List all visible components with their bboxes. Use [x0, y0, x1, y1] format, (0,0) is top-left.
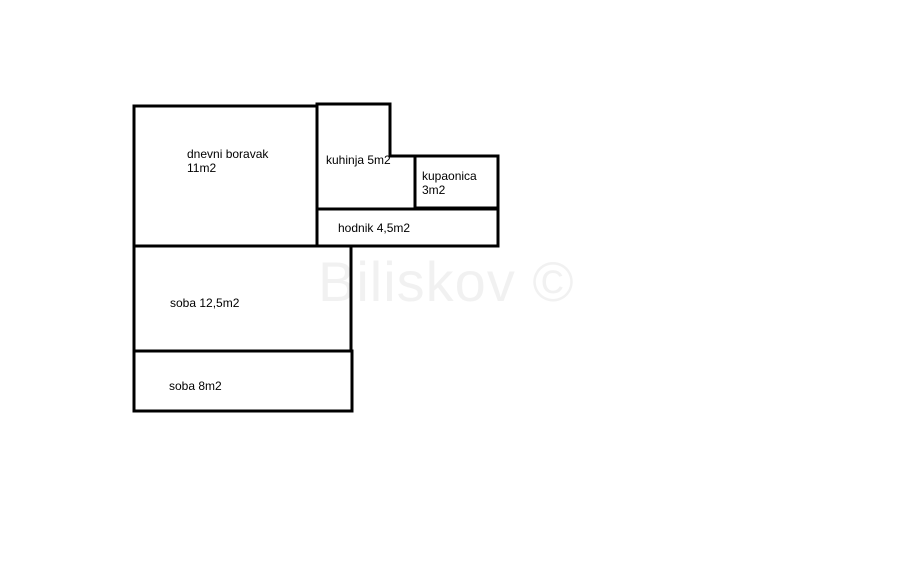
room-label-soba-12-5: soba 12,5m2: [170, 296, 240, 310]
wall-hodnik: [315, 207, 500, 248]
room-name: dnevni boravak: [187, 147, 269, 161]
wall-dnevni-boravak: [132, 104, 319, 248]
watermark: Biliskov ©: [318, 250, 575, 313]
room-label-kuhinja: kuhinja 5m2: [326, 153, 391, 167]
room-name: kupaonica: [422, 169, 477, 183]
room-label-kupaonica: kupaonica 3m2: [422, 169, 477, 197]
wall-soba-1: [132, 244, 353, 353]
wall-soba-2: [132, 349, 354, 413]
room-label-hodnik: hodnik 4,5m2: [338, 221, 411, 235]
room-label-soba-8: soba 8m2: [169, 379, 222, 393]
room-area: 11m2: [187, 161, 217, 175]
room-area: 3m2: [422, 183, 446, 197]
room-label-dnevni-boravak: dnevni boravak 11m2: [187, 147, 268, 175]
